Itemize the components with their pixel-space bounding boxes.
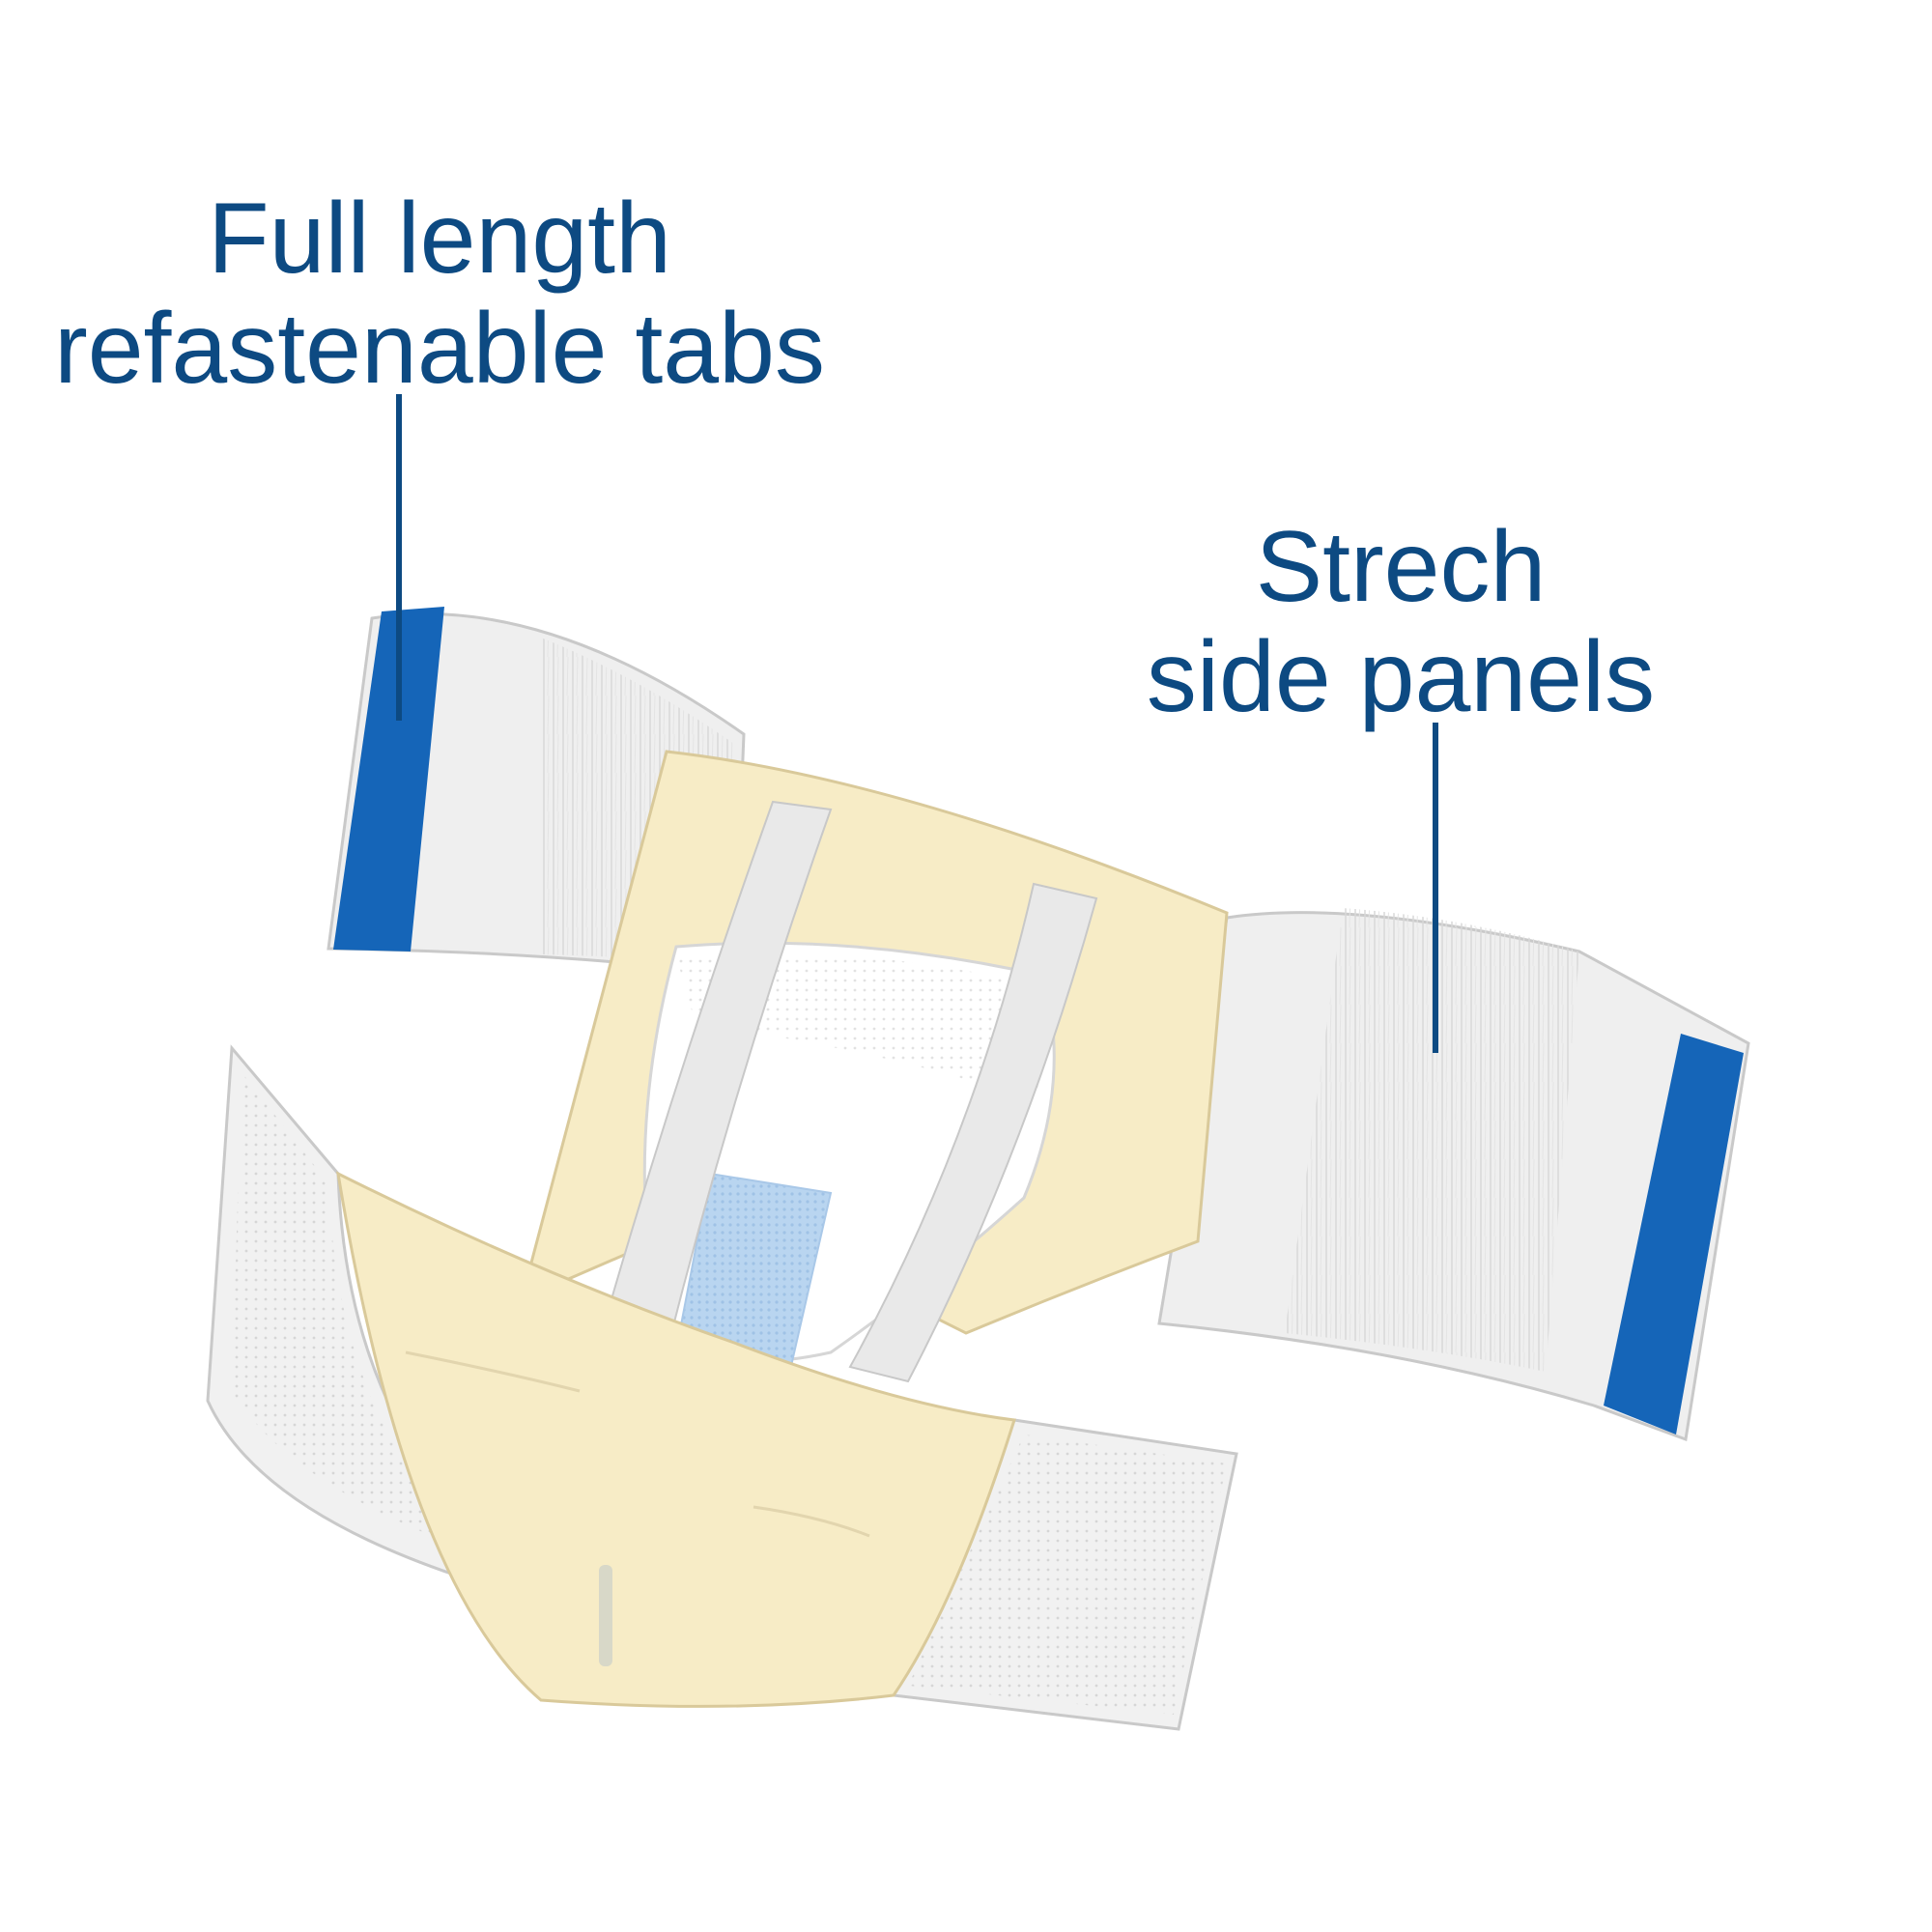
tab-blue-strip-right bbox=[1604, 1034, 1744, 1435]
callout-tabs-line2: refastenable tabs bbox=[54, 293, 825, 405]
callout-stretch-side-panels: Strech side panels bbox=[1130, 517, 1671, 727]
callout-tabs-line1: Full length bbox=[208, 183, 671, 295]
callout-panels-line2: side panels bbox=[1146, 621, 1656, 733]
lower-right-wing bbox=[891, 1418, 1238, 1731]
leader-line-tabs bbox=[396, 394, 402, 721]
leader-line-panels bbox=[1433, 723, 1438, 1053]
tab-blue-strip-left bbox=[333, 607, 444, 952]
leg-cuffs bbox=[597, 800, 1098, 1383]
callout-panels-line1: Strech bbox=[1255, 511, 1547, 623]
right-wing bbox=[1157, 908, 1750, 1442]
callout-refastenable-tabs: Full length refastenable tabs bbox=[39, 188, 840, 399]
front-panel bbox=[336, 1171, 1016, 1708]
